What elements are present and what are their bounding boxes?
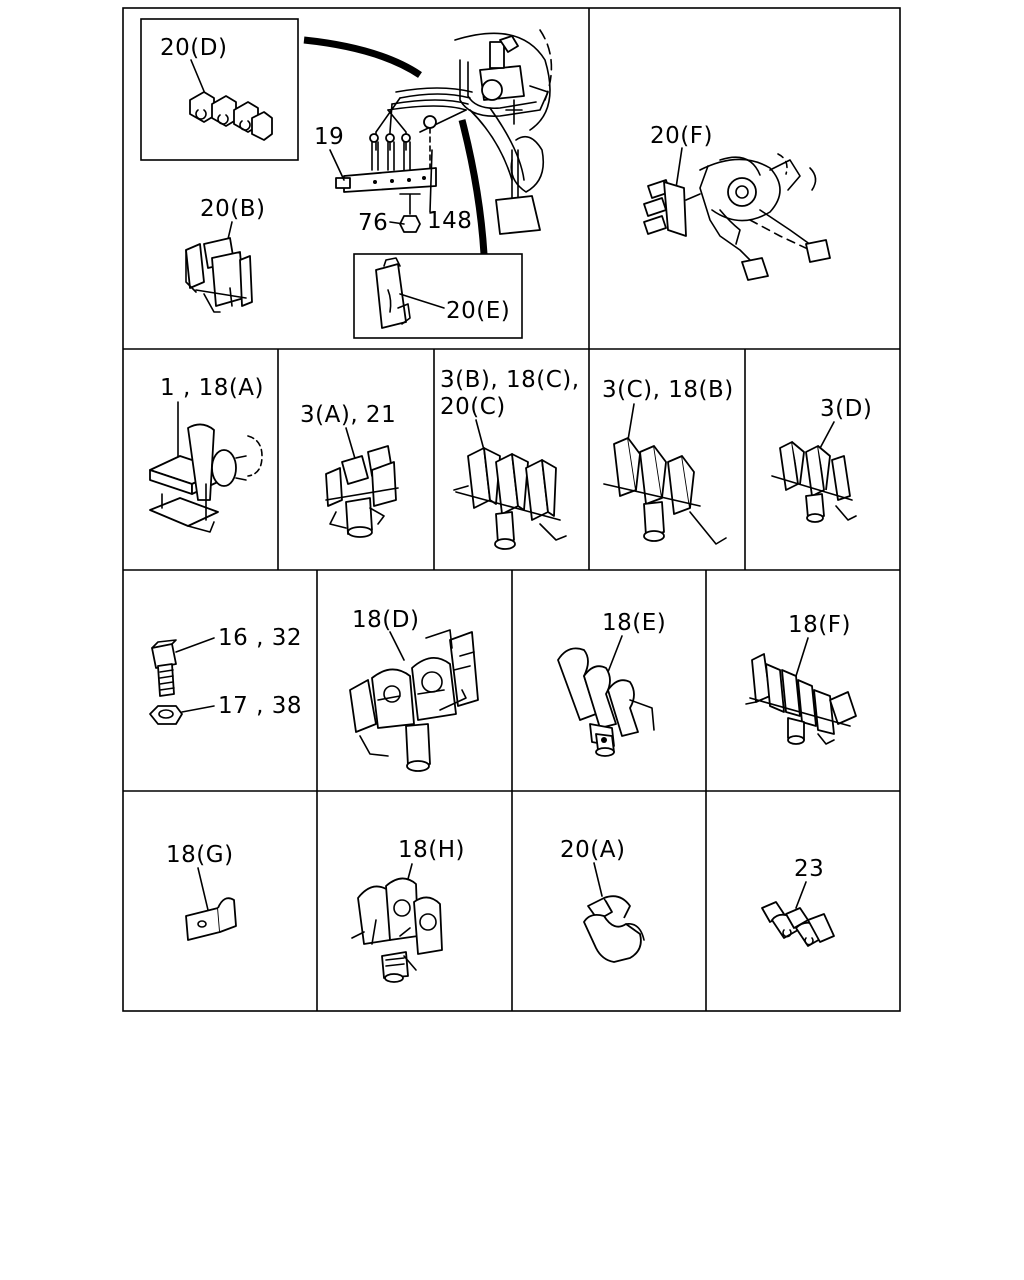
label-23: 23 [794, 856, 824, 882]
clip-3a-drawing [325, 445, 399, 538]
cell-18d: 18(D) [349, 607, 479, 772]
clip-3c-drawing [603, 437, 727, 545]
label-18f: 18(F) [788, 612, 851, 638]
clip-18a-drawing [149, 423, 263, 533]
cell-18e: 18(E) [557, 610, 666, 757]
cell-20f: 20(F) [643, 123, 831, 281]
label-18d: 18(D) [352, 607, 419, 633]
label-20c: 20(C) [440, 394, 506, 420]
label-1-18a: 1 , 18(A) [160, 375, 264, 401]
clip-18d-drawing [349, 629, 479, 772]
label-3b-18c: 3(B), 18(C), [440, 367, 580, 393]
label-20a: 20(A) [560, 837, 625, 863]
clip-20a-drawing [583, 895, 645, 963]
pedal-bracket-drawing [699, 153, 831, 281]
clip-20f-drawing [643, 179, 701, 237]
cell-18f: 18(F) [745, 612, 857, 745]
clip-3b-drawing [453, 447, 567, 550]
cell-16-32-17-38: 16 , 32 17 , 38 [149, 625, 302, 725]
label-148: 148 [427, 208, 472, 234]
label-76: 76 [358, 210, 388, 236]
clip-20d-drawing [189, 91, 273, 141]
cell-3d: 3(D) [771, 396, 872, 523]
label-3c-18b: 3(C), 18(B) [602, 377, 734, 403]
label-19: 19 [314, 124, 344, 150]
clip-18g-drawing [185, 897, 237, 941]
cell-1-18a: 1 , 18(A) [149, 375, 264, 533]
cell-3b-18c-20c: 3(B), 18(C), 20(C) [440, 367, 580, 550]
clip-18h-drawing [351, 877, 443, 983]
clip-3d-drawing [771, 441, 857, 523]
leader-arrow-20d [303, 36, 422, 78]
cell-3c-18b: 3(C), 18(B) [602, 377, 734, 545]
clip-20b-drawing [185, 237, 253, 313]
clip-18e-drawing [557, 647, 655, 757]
inset-box-20e [353, 253, 523, 339]
label-16-32: 16 , 32 [218, 625, 302, 651]
label-3a-21: 3(A), 21 [300, 402, 396, 428]
label-18g: 18(G) [166, 842, 234, 868]
label-18e: 18(E) [602, 610, 666, 636]
clip-20e-drawing [375, 257, 411, 329]
nut-drawing [149, 705, 183, 725]
label-3d: 3(D) [820, 396, 872, 422]
inset-box-20d [140, 18, 299, 161]
leader-arrow-20e [458, 119, 488, 255]
cell-23: 23 [761, 856, 835, 947]
brake-lines-drawing [335, 29, 553, 235]
label-20f: 20(F) [650, 123, 713, 149]
clip-18f-drawing [745, 653, 857, 745]
cell-18g: 18(G) [166, 842, 237, 941]
clip-23-drawing [761, 901, 835, 947]
label-17-38: 17 , 38 [218, 693, 302, 719]
diagram-grid [122, 7, 901, 1012]
label-20b: 20(B) [200, 196, 266, 222]
bolt-drawing [151, 639, 177, 697]
label-20e: 20(E) [446, 298, 510, 324]
cell-20a: 20(A) [560, 837, 645, 963]
cell-3a-21: 3(A), 21 [300, 402, 399, 538]
cell-18h: 18(H) [351, 837, 465, 983]
cell-main-assembly: 20(D) [140, 18, 553, 339]
label-18h: 18(H) [398, 837, 465, 863]
label-20d: 20(D) [160, 35, 227, 61]
